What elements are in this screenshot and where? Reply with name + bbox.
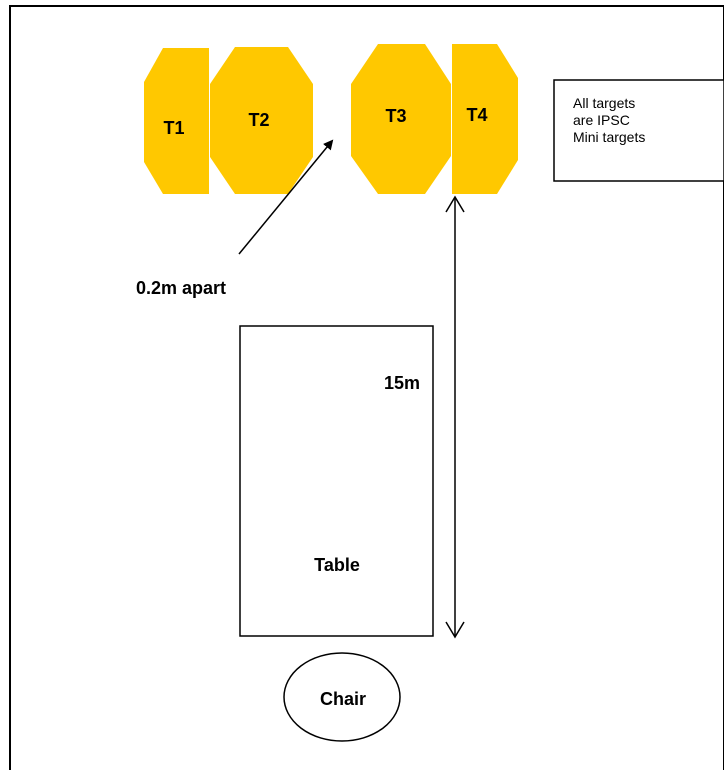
note-line-2: are IPSC [573,112,630,128]
spacing-arrow [238,139,334,255]
target-t1-label: T1 [163,118,184,138]
note-line-1: All targets [573,95,635,111]
chair-shape [283,652,401,742]
target-t4-shape [452,44,518,194]
note-box [553,79,724,182]
spacing-label: 0.2m apart [136,278,226,298]
target-t2-label: T2 [248,110,269,130]
note-line-3: Mini targets [573,129,645,145]
stage-border [9,5,724,775]
distance-label: 15m [384,373,420,393]
target-t3-shape [351,44,451,194]
target-t2-shape [210,47,313,194]
table-label: Table [314,555,360,575]
target-t1-shape [144,48,209,194]
chair-label: Chair [320,689,366,709]
distance-arrow-top-head [445,195,465,213]
target-t3-label: T3 [385,106,406,126]
table-shape [239,325,434,637]
target-t4-label: T4 [466,105,487,125]
distance-arrow-bottom-head [445,621,465,639]
